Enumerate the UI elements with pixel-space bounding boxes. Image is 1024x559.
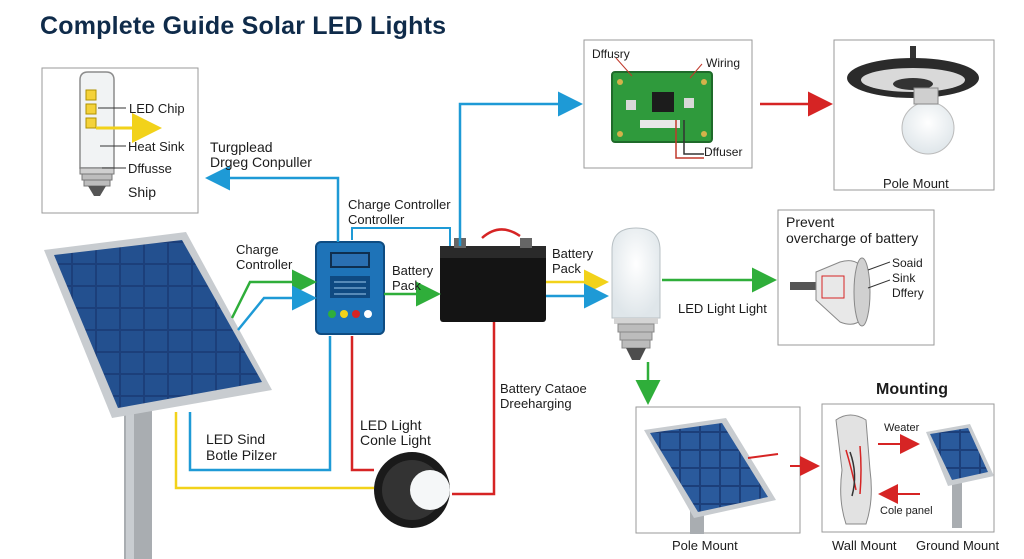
label-wall-mount: Wall Mount [832, 538, 897, 553]
charge-controller-icon [315, 241, 385, 335]
heatsink-fixture-icon [790, 257, 891, 327]
label-sink: Sink [892, 271, 916, 285]
label-turgplead: Turgplead [210, 139, 273, 155]
label-pack: Pack [392, 278, 421, 293]
label-botle-pilzer: Botle Pilzer [206, 447, 277, 463]
label-differy: Dffery [892, 286, 924, 300]
battery-pack-icon [440, 228, 546, 322]
wire-blue-panel-cc [237, 285, 317, 331]
label-diffuse: Dffusse [128, 161, 172, 176]
label-led-chip: LED Chip [129, 101, 185, 116]
bulb-inset-icon [79, 71, 126, 196]
mount-pole-panel-icon [644, 418, 776, 534]
wire-red-mount-1 [747, 453, 779, 459]
label-ground-mount: Ground Mount [916, 538, 1000, 553]
label-ship: Ship [128, 184, 157, 200]
label-drgeg: Drgeg Conpuller [210, 154, 312, 170]
label-led-light-light: LED Light Light [678, 301, 767, 316]
label-led-light: LED Light [360, 417, 422, 433]
round-led-lamp-icon [374, 452, 450, 528]
wire-blue-to-bulb-inset [205, 165, 340, 242]
label-cole-panel: Cole panel [880, 505, 933, 517]
wire-blue-battery-cc [351, 227, 451, 246]
label-pole-mount-top: Pole Mount [883, 176, 949, 191]
label-overcharge: overcharge of battery [786, 230, 919, 246]
label-wiring: Wiring [706, 56, 741, 70]
label-controller: Controller [236, 257, 293, 272]
wire-blue-cc-down [188, 336, 332, 472]
solar-panel-icon [44, 232, 272, 559]
label-battery-right: Battery [552, 246, 594, 261]
mount-ground-panel-icon [926, 424, 994, 528]
label-heat-sink: Heat Sink [128, 139, 185, 154]
led-bulb-icon [611, 227, 661, 360]
pcb-board-icon [611, 57, 713, 159]
bulb-inset-box [41, 67, 199, 214]
label-cc-top: Charge Controller [348, 197, 451, 212]
label-pack-right: Pack [552, 261, 581, 276]
label-pole-mount: Pole Mount [672, 538, 738, 553]
wire-red-battery-lamp [452, 322, 496, 496]
wire-red-cc-lamp [350, 336, 374, 472]
wire-blue-to-pcb [458, 91, 583, 246]
label-prevent: Prevent [786, 214, 835, 230]
label-cc-top-2: Controller [348, 212, 405, 227]
mounting-heading: Mounting [876, 381, 948, 398]
wire-green-panel-cc [230, 269, 317, 319]
label-soaid: Soaid [892, 256, 923, 270]
label-dreeharging: Dreeharging [500, 396, 572, 411]
label-battery-cataoe: Battery Cataoe [500, 381, 587, 396]
label-battery: Battery [392, 263, 434, 278]
label-diffuser: Dffuser [704, 145, 743, 159]
label-led-sind: LED Sind [206, 431, 266, 447]
wire-yellow-panel-lamp [174, 412, 374, 490]
mount-wall-bracket-icon [835, 414, 872, 525]
label-weater: Weater [884, 422, 920, 434]
label-conle-light: Conle Light [360, 432, 431, 448]
page-title: Complete Guide Solar LED Lights [40, 12, 447, 40]
pole-mount-lamp-icon [847, 46, 979, 155]
label-diffusy: Dffusry [592, 47, 630, 61]
label-charge: Charge [236, 242, 279, 257]
